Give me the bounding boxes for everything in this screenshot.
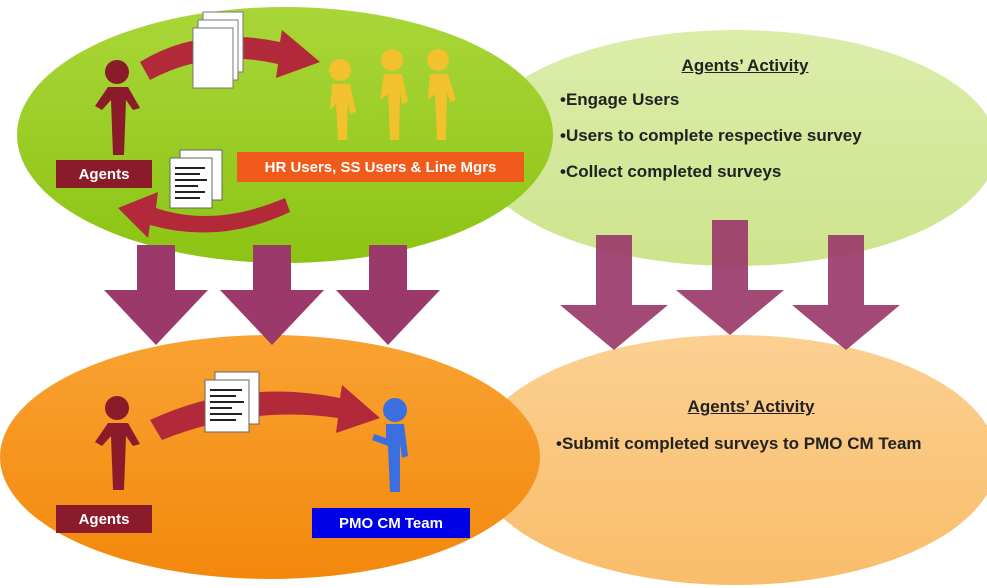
down-arrow-icon: [336, 245, 440, 345]
document-stack-icon: [192, 11, 244, 89]
users-label: HR Users, SS Users & Line Mgrs: [237, 152, 524, 182]
bottom-right-ellipse: [473, 335, 987, 585]
down-arrow-icon: [104, 245, 208, 345]
activity-title: Agents’ Activity: [681, 56, 809, 75]
completed-survey-icon: [169, 149, 223, 209]
top-activity-panel: Agents’ Activity Engage Users Users to c…: [560, 56, 960, 182]
pmo-team-label: PMO CM Team: [312, 508, 470, 538]
curved-arrow-icon: [150, 385, 380, 440]
down-arrow-icon: [792, 235, 900, 350]
agent-person-icon: [95, 396, 140, 490]
activity-bullet: Engage Users: [560, 90, 960, 110]
curved-arrow-icon: [118, 192, 290, 238]
activity-bullet: Collect completed surveys: [560, 162, 960, 182]
completed-survey-icon: [204, 371, 260, 433]
down-arrow-icon: [560, 235, 668, 350]
bottom-activity-panel: Agents’ Activity Submit completed survey…: [556, 397, 956, 455]
pmo-person-icon: [372, 398, 408, 492]
down-arrow-icon: [676, 220, 784, 335]
agent-person-icon: [95, 60, 140, 155]
agents-label: Agents: [56, 160, 152, 188]
agents-label: Agents: [56, 505, 152, 533]
activity-bullet: Users to complete respective survey: [560, 126, 960, 146]
activity-bullet: Submit completed surveys to PMO CM Team: [556, 433, 951, 455]
down-arrow-icon: [220, 245, 324, 345]
bottom-left-ellipse: [0, 335, 540, 579]
users-group-icon: [329, 49, 456, 140]
activity-title: Agents’ Activity: [687, 397, 815, 416]
